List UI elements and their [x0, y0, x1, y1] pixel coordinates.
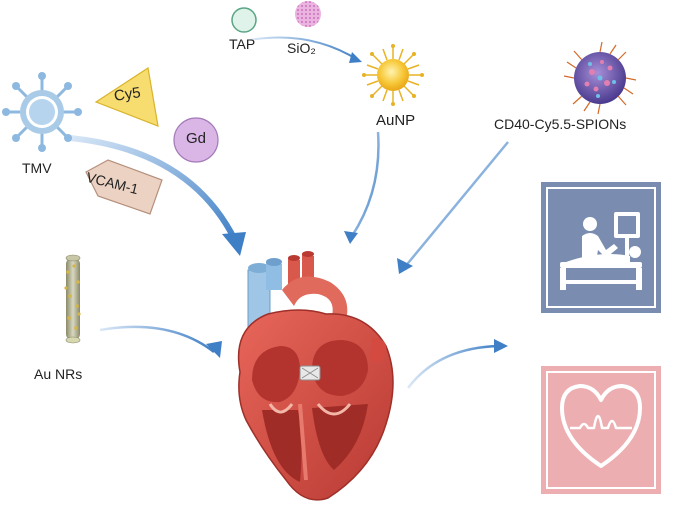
arrow-tap-to-aunp: [249, 36, 359, 61]
label-au-nrs: Au NRs: [34, 366, 83, 382]
label-sio2: SiO₂: [287, 40, 316, 56]
arrow-aunrs-to-heart: [99, 325, 215, 353]
medical-imaging-scanner-icon: [560, 212, 642, 290]
vcam-shape: [85, 159, 163, 215]
spion-particle: [563, 41, 637, 115]
tmv-particle: [2, 72, 82, 152]
heart-illustration: [237, 251, 394, 501]
flow-arrows: [69, 36, 509, 389]
gd-circle: [173, 117, 219, 163]
label-gd: Gd: [186, 130, 207, 147]
cy5-triangle: [94, 66, 159, 127]
label-cd40-spions: CD40-Cy5.5-SPIONs: [494, 116, 627, 132]
au-nanorod: [64, 254, 81, 344]
arrow-spions-to-heart: [403, 141, 509, 269]
sio2-particle: [295, 1, 321, 27]
arrow-tmv-to-heart: [69, 135, 238, 242]
imaging-output-panel: [541, 182, 661, 313]
aunp-particle: [362, 44, 424, 106]
arrow-aunp-to-heart: [350, 131, 380, 237]
label-tap: TAP: [229, 36, 256, 52]
tap-particle: [231, 7, 257, 33]
ecg-output-panel: [541, 366, 661, 494]
label-tmv: TMV: [22, 160, 52, 176]
heart-ecg-icon: [560, 384, 642, 468]
label-aunp: AuNP: [376, 112, 416, 129]
arrow-heart-to-outputs: [407, 344, 499, 389]
